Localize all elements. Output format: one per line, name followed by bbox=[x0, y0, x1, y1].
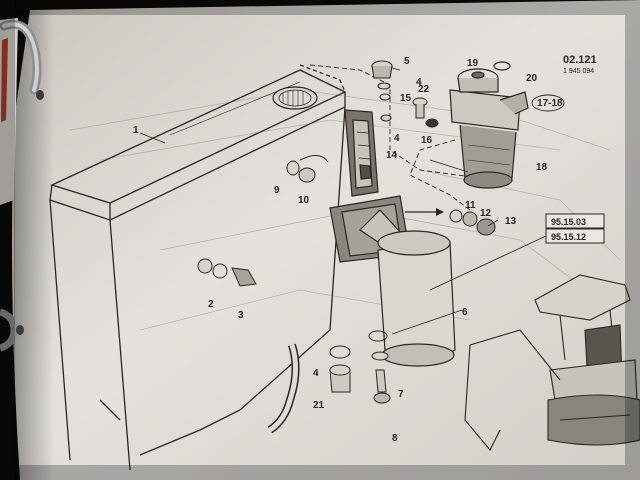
ref-code-1: 95.15.03 bbox=[551, 217, 586, 227]
callout-4b: 4 bbox=[394, 133, 400, 144]
callout-16: 16 bbox=[421, 135, 433, 146]
fittings-11-13 bbox=[449, 209, 496, 236]
breather-cap bbox=[371, 60, 393, 122]
return-line bbox=[409, 139, 471, 211]
callout-6: 6 bbox=[462, 307, 468, 318]
ref-leader bbox=[429, 235, 547, 291]
parts-4-21 bbox=[329, 345, 351, 393]
ref-box-1: 95.15.03 bbox=[545, 213, 605, 229]
bolt-15 bbox=[412, 97, 428, 119]
callout-10: 10 bbox=[298, 195, 310, 206]
callout-5: 5 bbox=[404, 56, 410, 67]
ref-box-2: 95.15.12 bbox=[545, 228, 605, 244]
callout-14: 14 bbox=[386, 150, 398, 161]
arrow-head bbox=[436, 208, 444, 216]
callout-1: 1 bbox=[133, 125, 139, 136]
punch-hole bbox=[36, 90, 44, 100]
parts-2-3 bbox=[197, 258, 257, 287]
punch-hole bbox=[16, 325, 24, 335]
part-ref: 1 945 094 bbox=[563, 68, 594, 75]
ref-code-2: 95.15.12 bbox=[551, 232, 586, 242]
callout-13: 13 bbox=[505, 216, 517, 227]
bolt-8 bbox=[373, 369, 391, 404]
parts-9-10 bbox=[286, 155, 329, 183]
page-stack-edge bbox=[0, 18, 18, 205]
binder-ring-lower bbox=[0, 308, 18, 352]
callout-7: 7 bbox=[398, 389, 404, 400]
callout-22: 22 bbox=[418, 84, 430, 95]
callout-11: 11 bbox=[465, 200, 476, 211]
page-code: 02.121 bbox=[563, 54, 597, 66]
hydraulic-tank bbox=[49, 64, 347, 471]
washer-16 bbox=[425, 118, 439, 128]
callout-12: 12 bbox=[480, 208, 492, 219]
excavator-inset bbox=[464, 274, 640, 451]
callout-17-18: 17-18 bbox=[537, 98, 563, 109]
callout-15: 15 bbox=[400, 93, 412, 104]
suction-filter bbox=[329, 195, 456, 367]
callout-18: 18 bbox=[536, 162, 548, 173]
callout-ring bbox=[531, 94, 565, 112]
callout-4c: 4 bbox=[313, 368, 319, 379]
sight-gauge bbox=[344, 109, 379, 197]
callout-2: 2 bbox=[208, 299, 214, 310]
callout-19: 19 bbox=[467, 58, 479, 69]
callout-3: 3 bbox=[238, 310, 244, 321]
return-filter bbox=[449, 61, 529, 189]
binder-ring bbox=[0, 19, 42, 95]
suction-pipe-inner bbox=[268, 344, 298, 433]
callout-8: 8 bbox=[392, 433, 398, 444]
callout-4a: 4 bbox=[416, 77, 422, 88]
washers-6-7 bbox=[368, 330, 389, 361]
callout-9: 9 bbox=[274, 185, 280, 196]
leader-lines bbox=[139, 67, 499, 335]
callout-21: 21 bbox=[313, 400, 325, 411]
callout-20: 20 bbox=[526, 73, 538, 84]
